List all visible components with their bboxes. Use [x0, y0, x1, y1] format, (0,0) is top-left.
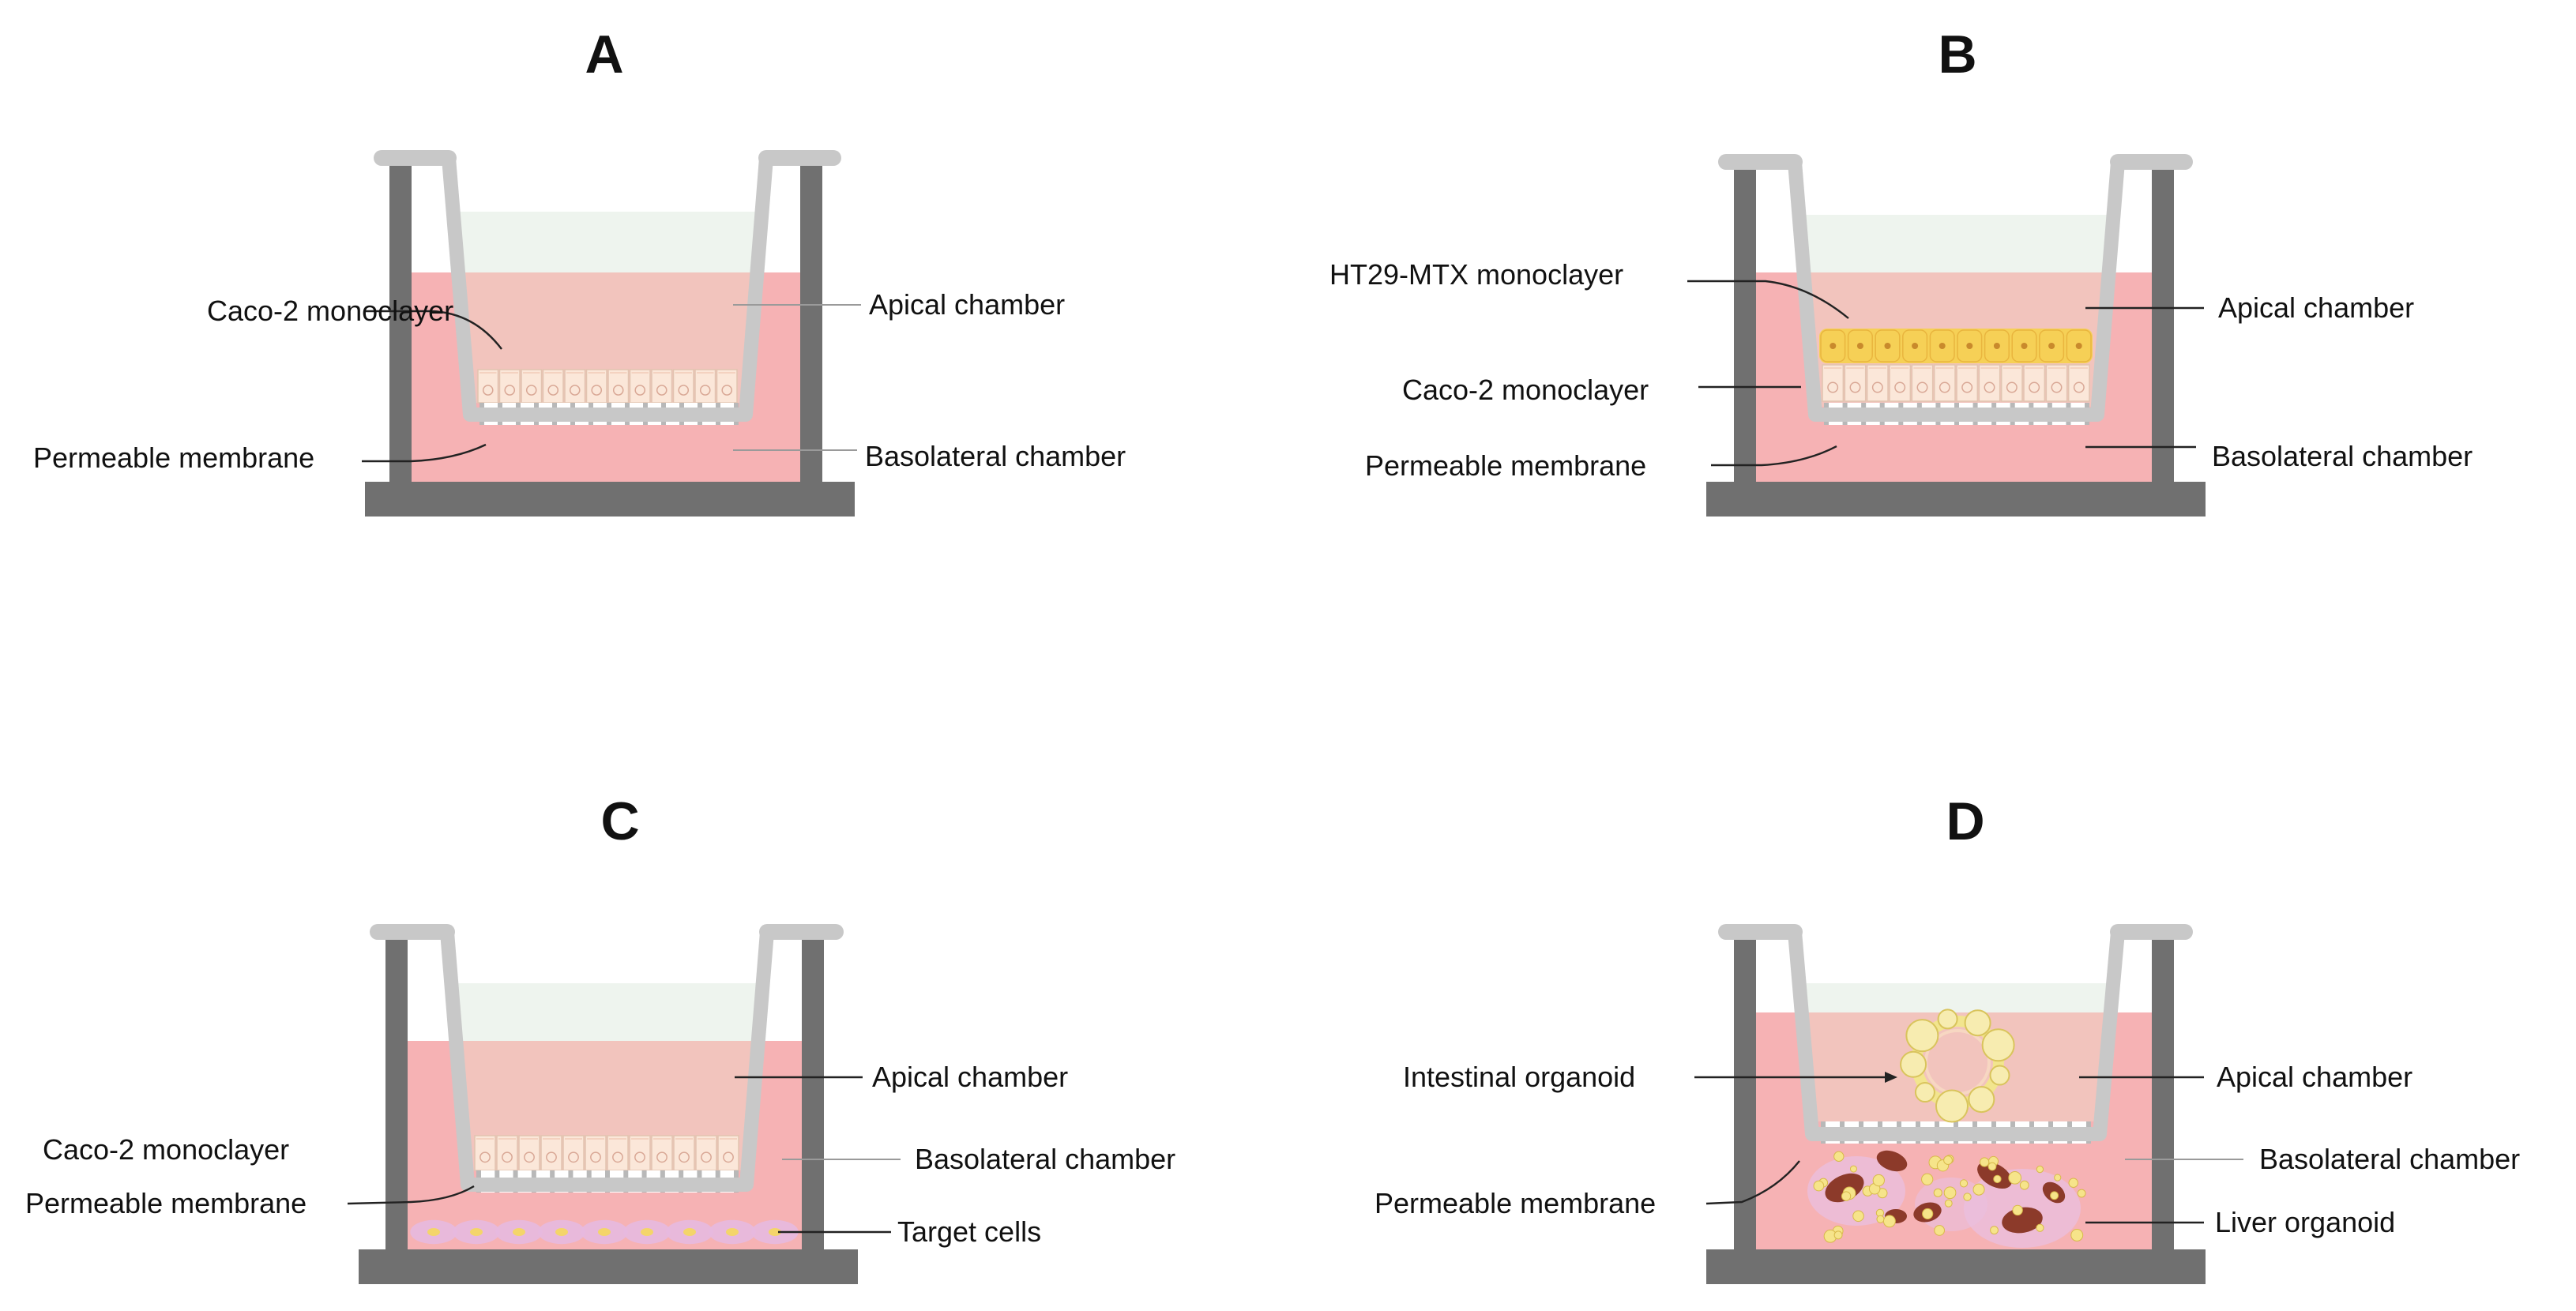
label-caco2-a: Caco-2 monoclayer	[207, 295, 453, 327]
outer-well-left-wall	[1734, 167, 1756, 482]
outer-well-left-wall	[389, 166, 412, 482]
panel-b: B HT29-MTX monoclayer Caco-2 monoclayer …	[1329, 24, 2473, 517]
outer-well-base	[1706, 482, 2206, 517]
transwell-insert	[440, 931, 774, 1192]
intestinal-organoid	[1900, 1009, 2015, 1123]
label-apical-d: Apical chamber	[2217, 1061, 2412, 1093]
panel-letter-a: A	[585, 24, 623, 85]
label-liver-d: Liver organoid	[2215, 1206, 2395, 1238]
label-target-c: Target cells	[897, 1215, 1041, 1248]
transwell-insert	[1788, 161, 2125, 422]
label-basolateral-a: Basolateral chamber	[865, 440, 1126, 472]
panel-letter-c: C	[600, 791, 639, 851]
label-apical-a: Apical chamber	[869, 288, 1065, 321]
label-permeable-c: Permeable membrane	[25, 1187, 306, 1219]
label-apical-b: Apical chamber	[2218, 291, 2414, 324]
label-basolateral-d: Basolateral chamber	[2259, 1143, 2520, 1175]
panel-d: D	[1374, 791, 2520, 1284]
target-cells-layer	[410, 1219, 799, 1245]
outer-well-right-wall	[2152, 167, 2174, 482]
panel-a: A Caco-2 monoclayer Permeable membrane A…	[33, 24, 1126, 517]
meniscus	[458, 212, 757, 272]
caco2-monolayer	[477, 369, 738, 404]
label-permeable-a: Permeable membrane	[33, 441, 314, 474]
outer-well-right-wall	[802, 938, 824, 1249]
leader-caco2-a	[365, 310, 502, 350]
leader-permeable-b	[1711, 445, 1837, 467]
liver-organoids	[1807, 1150, 2086, 1248]
ht29-mtx-monolayer	[1819, 329, 2093, 363]
caco2-monolayer	[474, 1135, 739, 1171]
leader-permeable-a	[362, 443, 487, 463]
label-caco2-b: Caco-2 monoclayer	[1402, 374, 1649, 406]
label-caco2-c: Caco-2 monoclayer	[43, 1133, 289, 1166]
outer-well-base	[359, 1249, 858, 1284]
meniscus	[457, 983, 758, 1041]
outer-well-left-wall	[385, 938, 408, 1249]
leader-permeable-d	[1705, 1160, 1800, 1205]
leader-ht29-b	[1687, 280, 1849, 319]
outer-well-base	[365, 482, 855, 517]
label-permeable-b: Permeable membrane	[1365, 449, 1646, 482]
transwell-insert	[1788, 931, 2125, 1141]
outer-well-right-wall	[800, 166, 822, 482]
arrowhead-intestinal-d	[1885, 1072, 1897, 1083]
panel-letter-d: D	[1946, 791, 1984, 851]
caco2-monolayer	[1822, 364, 2090, 402]
meniscus	[1805, 983, 2107, 1012]
outer-well-right-wall	[2152, 938, 2174, 1249]
outer-well-base	[1706, 1249, 2206, 1284]
leader-permeable-c	[347, 1185, 475, 1205]
transwell-insert	[442, 157, 773, 422]
label-intestinal-d: Intestinal organoid	[1403, 1061, 1635, 1093]
meniscus	[1805, 215, 2107, 272]
label-permeable-d: Permeable membrane	[1374, 1187, 1656, 1219]
label-basolateral-c: Basolateral chamber	[915, 1143, 1175, 1175]
label-ht29-b: HT29-MTX monoclayer	[1329, 258, 1623, 291]
panel-c: C Caco-2 monoclayer Permeable membrane A…	[25, 791, 1175, 1284]
label-basolateral-b: Basolateral chamber	[2212, 440, 2473, 472]
label-apical-c: Apical chamber	[872, 1061, 1068, 1093]
panel-letter-b: B	[1938, 24, 1976, 85]
